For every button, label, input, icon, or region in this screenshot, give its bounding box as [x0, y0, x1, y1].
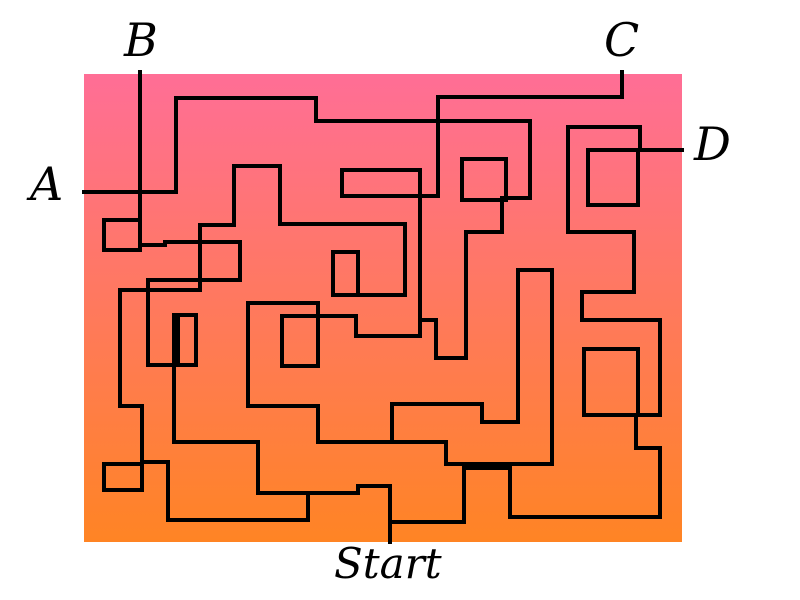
maze-box-lower-right [582, 347, 640, 417]
maze-path-left [118, 228, 310, 522]
maze-path-a [82, 70, 624, 360]
maze-box-left-top [102, 218, 142, 252]
label-start: Start [334, 539, 442, 588]
maze-box-bottom-left [102, 462, 144, 492]
maze-path-b [138, 70, 242, 367]
label-d: D [693, 117, 731, 171]
maze-box-top-center [460, 157, 508, 202]
label-a: A [26, 157, 63, 211]
maze-background [84, 74, 682, 542]
maze-path-inner-bump [198, 164, 407, 297]
maze-box-near-d [586, 148, 640, 207]
maze-path-lower-mid [390, 268, 520, 444]
maze-path-mid-right [246, 268, 554, 466]
label-b: B [123, 13, 158, 67]
label-c: C [604, 13, 639, 67]
maze-lines [82, 70, 684, 544]
